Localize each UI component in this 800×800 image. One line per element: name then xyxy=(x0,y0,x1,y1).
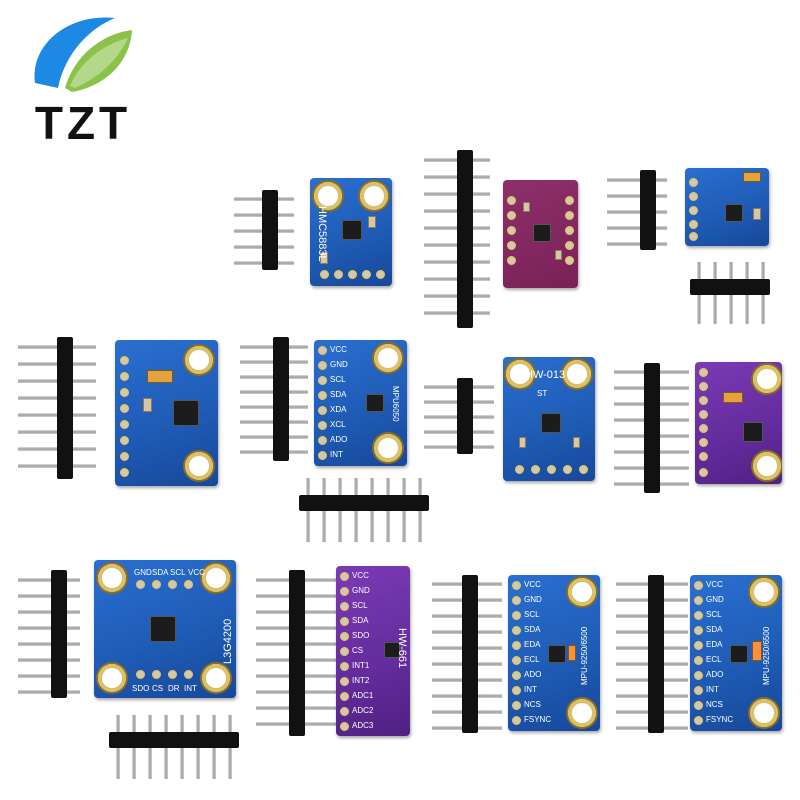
chip xyxy=(366,394,384,412)
chip xyxy=(150,616,176,642)
mount-hole xyxy=(202,664,230,692)
pin-header-11 xyxy=(256,570,336,736)
pin-header-10 xyxy=(424,150,490,328)
mount-hole xyxy=(98,664,126,692)
mount-hole xyxy=(750,699,778,727)
mount-hole xyxy=(185,346,213,374)
board-name: HW-661 xyxy=(396,628,408,669)
board-name: MPU-9250/6500 xyxy=(580,626,589,685)
mount-hole xyxy=(360,182,388,210)
chip xyxy=(342,220,362,240)
pin-header-8b xyxy=(240,337,308,461)
chip xyxy=(541,413,561,433)
pin-header-10c xyxy=(616,575,688,733)
chip xyxy=(384,642,400,658)
board-name: MPU6050 xyxy=(391,386,400,422)
mount-hole xyxy=(568,699,596,727)
mount-hole xyxy=(185,452,213,480)
board-hmc5883l: HMC5883L xyxy=(310,178,392,286)
pin-header-vertical-8 xyxy=(299,478,429,542)
board-maroon-sensor xyxy=(503,180,578,288)
mount-hole xyxy=(568,578,596,606)
mount-hole xyxy=(753,365,781,393)
board-small-blue xyxy=(685,168,769,246)
pin-header-5b xyxy=(607,170,667,250)
board-l3g4200: GND SDA SCL VCC SDO CS DR INT L3G4200 xyxy=(94,560,236,698)
mount-hole xyxy=(314,182,342,210)
board-purple-imu xyxy=(695,362,782,484)
board-name: HMC5883L xyxy=(316,206,328,262)
pin-header-10b xyxy=(432,575,502,733)
pin-header-5 xyxy=(234,190,294,270)
board-hw661: VCC GND SCL SDA SDO CS INT1 INT2 ADC1 AD… xyxy=(336,566,410,736)
mount-hole xyxy=(506,360,534,388)
chip xyxy=(725,204,743,222)
pin-header-8c xyxy=(18,570,80,698)
board-mpu6050: VCC GND SCL SDA XDA XCL ADO INT MPU6050 xyxy=(314,340,407,466)
board-name: HW-013 xyxy=(525,369,566,381)
pin-header-vertical-5 xyxy=(690,262,770,324)
chip xyxy=(743,422,763,442)
mount-hole xyxy=(750,578,778,606)
board-hw013: HW-013 ST xyxy=(503,357,595,481)
chip xyxy=(730,645,748,663)
mount-hole xyxy=(374,344,402,372)
brand-swirl-icon xyxy=(34,17,132,92)
mount-hole xyxy=(563,360,591,388)
mount-hole xyxy=(202,564,230,592)
mount-hole xyxy=(374,434,402,462)
board-name: MPU-9250/6500 xyxy=(762,626,771,685)
brand-text: TZT xyxy=(34,97,132,149)
pin-header-8a xyxy=(18,337,96,479)
mount-hole xyxy=(98,564,126,592)
pin-header-5c xyxy=(424,378,494,454)
board-mpu9250-b: VCC GND SCL SDA EDA ECL ADO INT NCS FSYN… xyxy=(690,575,782,731)
board-blue-accelerometer xyxy=(115,340,218,486)
chip xyxy=(548,645,566,663)
board-mpu9250-a: VCC GND SCL SDA EDA ECL ADO INT NCS FSYN… xyxy=(508,575,600,731)
pin-header-9 xyxy=(614,363,689,493)
chip xyxy=(533,224,551,242)
pin-header-vertical-8b xyxy=(109,715,239,779)
board-name: L3G4200 xyxy=(222,618,234,664)
mount-hole xyxy=(753,452,781,480)
chip xyxy=(173,400,199,426)
